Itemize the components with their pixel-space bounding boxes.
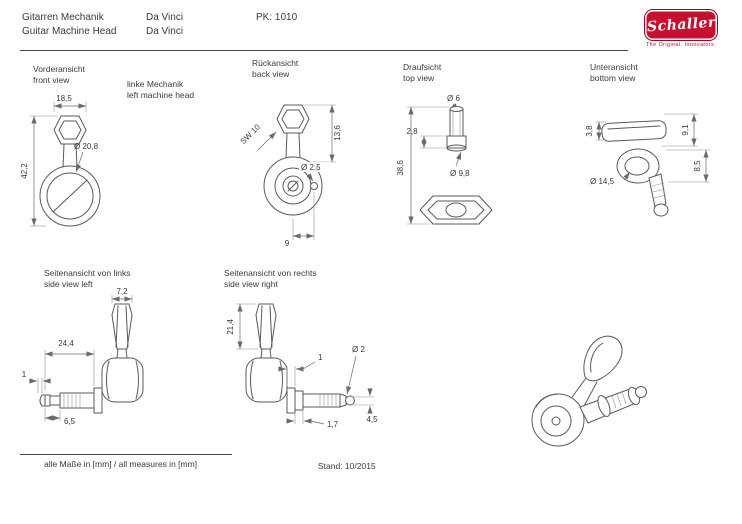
dim-top-step: 2,8 [406,127,418,136]
dim-sideright-button-height: 21,4 [226,319,235,335]
schaller-logo: Schaller The Original. Innovators. [645,10,717,48]
dim-top-length: 38,6 [396,160,405,176]
dim-front-height: 42,2 [20,163,29,179]
back-view-drawing: SW 10 13,6 Ø 2,5 9 [239,104,342,248]
label-side-view-left: Seitenansicht von links side view left [44,268,130,289]
dim-sideright-flange: 1 [318,353,323,362]
bottom-view-drawing: 3,8 9,1 8,5 Ø 14,5 [585,113,710,217]
label-bottom-view-de: Unteransicht [590,62,638,72]
dim-top-flange-dia: Ø 9,8 [450,169,470,178]
revision-date: Stand: 10/2015 [318,461,376,471]
header-rule [20,50,628,51]
dim-front-wheel-dia: Ø 20,8 [74,142,99,151]
dim-sideleft-shaft-length: 24,4 [58,339,74,348]
dim-bottom-button: 3,8 [585,125,594,137]
sideleft-housing-outline [101,357,144,403]
dim-sideright-tip: 4,5 [366,415,378,424]
sideleft-button-outline [111,303,133,350]
back-screw-hole [310,182,318,190]
dim-sideleft-tip-length: 6,5 [64,417,76,426]
label-back-view: Rückansicht back view [252,58,298,79]
bottom-button-outline [601,120,667,142]
label-back-view-en: back view [252,68,290,79]
top-post-cap [449,106,464,112]
perspective-button [583,335,623,382]
dim-sideright-step: 1,7 [327,420,339,429]
front-button-outline [53,115,87,145]
label-front-view-de: Vorderansicht [33,64,85,74]
dim-back-offset: 9 [285,239,290,248]
dim-bottom-post: 9,1 [681,124,690,136]
units-note: alle Maße in [mm] / all measures in [mm] [44,459,198,469]
back-button-outline [276,104,310,134]
title-german: Gitarren Mechanik [22,12,104,23]
sideright-button-outline [255,303,277,350]
sideleft-shaft [59,392,95,409]
label-side-view-left-en: side view left [44,278,93,289]
side-right-view-drawing: 21,4 1 Ø 2 1,7 [226,303,378,429]
part-number: PK: 1010 [256,12,298,23]
model-name-row1: Da Vinci [146,12,184,23]
dim-bottom-housing-dia: Ø 14,5 [590,177,615,186]
dim-top-post-dia: Ø 6 [447,94,460,103]
front-view-drawing: 18,5 42,2 Ø 20,8 [20,94,101,227]
label-front-view: Vorderansicht front view [33,64,85,85]
label-left-machine-head: linke Mechanik left machine head [127,79,194,100]
label-top-view-de: Draufsicht [403,62,442,72]
label-side-view-left-de: Seitenansicht von links [44,268,131,278]
sideright-post-tip [345,395,355,406]
perspective-view-drawing [531,335,647,447]
dim-back-hole-dia: Ø 2,5 [301,163,321,172]
label-top-view: Draufsicht top view [403,62,441,83]
dim-sideright-hole-dia: Ø 2 [352,345,365,354]
top-view-drawing: Ø 6 2,8 Ø 9,8 38,6 [396,94,493,225]
label-front-view-en: front view [33,74,70,85]
dim-sideleft-washer: 1 [22,370,27,379]
side-left-view-drawing: 7,2 24,4 1 6,5 [22,287,144,426]
bottom-post [648,173,667,208]
dim-front-width: 18,5 [56,94,72,103]
label-bottom-view-en: bottom view [590,72,636,83]
schaller-tagline: The Original. Innovators. [645,42,717,48]
dim-back-wrench: SW 10 [239,122,263,146]
title-english: Guitar Machine Head [22,26,117,37]
footer-rule [20,454,232,455]
label-left-machine-head-en: left machine head [127,89,195,100]
label-side-view-right: Seitenansicht von rechts side view right [224,268,317,289]
sideright-post [302,393,341,408]
dim-sideleft-button-width: 7,2 [116,287,128,296]
label-back-view-de: Rückansicht [252,58,299,68]
label-bottom-view: Unteransicht bottom view [590,62,638,83]
dim-back-height: 13,6 [333,125,342,141]
label-left-machine-head-de: linke Mechanik [127,79,184,89]
label-side-view-right-en: side view right [224,278,278,289]
label-side-view-right-de: Seitenansicht von rechts [224,268,317,278]
label-top-view-en: top view [403,72,435,83]
dim-bottom-tip: 8,5 [693,160,702,172]
schaller-logo-box: Schaller [645,10,717,40]
model-name-row2: Da Vinci [146,26,184,37]
